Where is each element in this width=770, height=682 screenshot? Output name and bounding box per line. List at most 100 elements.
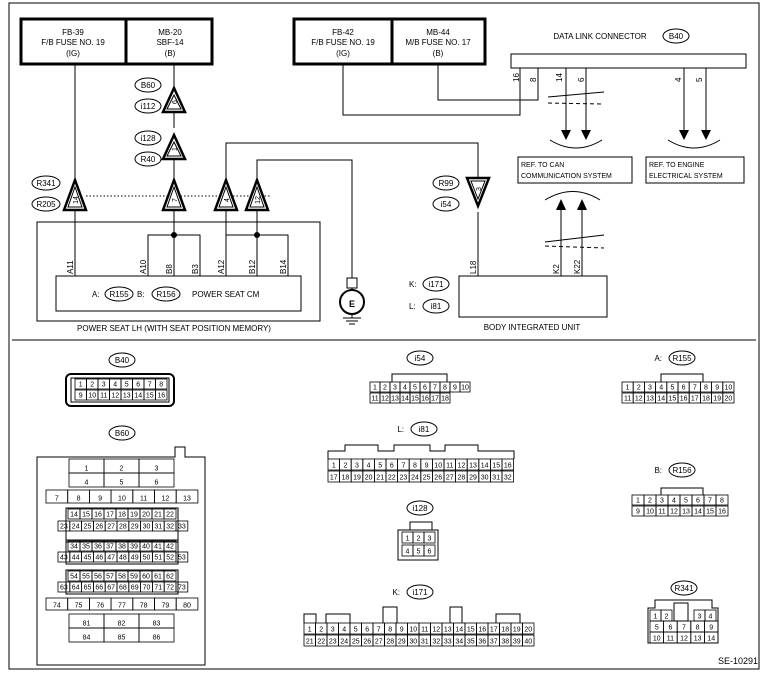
face-prefix: K: <box>392 588 400 597</box>
pin-number: 4 <box>406 549 410 556</box>
junction-pin-14: 14 <box>73 196 80 204</box>
ground-symbol: E <box>339 277 365 325</box>
pin-number: 12 <box>161 496 169 503</box>
pin-number: 81 <box>83 621 91 628</box>
pin-number: 9 <box>715 385 719 392</box>
pin-number: 14 <box>707 636 715 643</box>
pin-number: 4 <box>659 385 663 392</box>
engine-arc <box>667 139 721 149</box>
pin-number: 39 <box>130 544 138 551</box>
seat-cm-a-label: A: <box>92 290 100 299</box>
pin-cell <box>722 392 735 404</box>
pin-number: 34 <box>70 544 78 551</box>
ref-engine-box: REF. TO ENGINE ELECTRICAL SYSTEM <box>645 156 745 184</box>
pin-number: 20 <box>725 396 733 403</box>
ref-can-box: REF. TO CAN COMMUNICATION SYSTEM <box>517 156 633 184</box>
pin-number: 29 <box>131 524 139 531</box>
fuse-fb42-name: F/B FUSE NO. 19 <box>311 38 375 47</box>
pin-number: 16 <box>718 509 726 516</box>
pin-cell <box>175 489 199 504</box>
pin-number: 32 <box>166 524 174 531</box>
pin-number: 28 <box>458 475 466 482</box>
pin-number: 5 <box>125 382 129 389</box>
fuse-fb39-type: (IG) <box>66 49 80 58</box>
pin-number: 18 <box>501 627 509 634</box>
pin-number: 14 <box>481 463 489 470</box>
pin-number: 24 <box>72 524 80 531</box>
pin-number: 11 <box>371 396 378 403</box>
pin-number: 10 <box>434 463 442 470</box>
pin-number: 57 <box>106 574 114 581</box>
pin-number: 2 <box>637 385 641 392</box>
biu-arc <box>544 191 601 201</box>
pin-number: 11 <box>421 627 428 634</box>
pin-number: 16 <box>157 393 165 400</box>
pin-number: 12 <box>635 396 643 403</box>
pin-number: 31 <box>421 639 429 646</box>
pin-number: 40 <box>524 639 532 646</box>
pin-number: 74 <box>53 603 61 610</box>
pin-number: 41 <box>154 544 162 551</box>
pin-number: 51 <box>154 555 162 562</box>
pin-cell <box>163 540 177 552</box>
pin-number: 17 <box>431 396 439 403</box>
pin-number: 32 <box>432 639 440 646</box>
pin-number: 77 <box>118 603 126 610</box>
pin-number: 67 <box>107 585 115 592</box>
pin-number: 1 <box>654 614 658 621</box>
fuse-mb20-name: SBF-14 <box>156 38 184 47</box>
fuse-box-right: FB-42 F/B FUSE NO. 19 (IG) MB-44 M/B FUS… <box>292 17 487 66</box>
pin-number: 31 <box>492 475 500 482</box>
pin-number: 58 <box>118 574 126 581</box>
pin-number: 1 <box>332 463 336 470</box>
dlc-pin-14: 14 <box>555 73 564 82</box>
junction-i128-r40: 1 <box>161 131 187 161</box>
pin-number: 13 <box>183 496 191 503</box>
pin-number: 72 <box>166 585 174 592</box>
pin-cell <box>704 631 719 644</box>
pin-number: 47 <box>107 555 115 562</box>
ref-can-line2: COMMUNICATION SYSTEM <box>521 173 612 180</box>
pin-number: 2 <box>319 627 323 634</box>
pin-cell <box>501 458 515 471</box>
pin-number: 15 <box>669 396 677 403</box>
pin-number: 8 <box>159 382 163 389</box>
pin-number: 33 <box>444 639 452 646</box>
pin-cell <box>423 531 436 544</box>
pin-number: 11 <box>140 496 147 503</box>
pin-number: 13 <box>646 396 654 403</box>
pin-number: 9 <box>425 463 429 470</box>
pin-number: 28 <box>119 524 127 531</box>
face-label: i128 <box>412 504 428 513</box>
pin-number: 35 <box>467 639 475 646</box>
wires-left <box>74 64 479 278</box>
pin-number: 26 <box>363 639 371 646</box>
seat-pin-b3: B3 <box>191 264 200 274</box>
pin-number: 36 <box>478 639 486 646</box>
pin-number: 16 <box>478 627 486 634</box>
pin-number: 7 <box>148 382 152 389</box>
pin-number: 30 <box>409 639 417 646</box>
conn-b60: B60 <box>141 81 156 90</box>
junction-r341-12: 12 <box>244 176 270 212</box>
pin-number: 5 <box>684 498 688 505</box>
pin-number: 17 <box>330 475 338 482</box>
pin-number: 26 <box>434 475 442 482</box>
face-label: i171 <box>412 588 428 597</box>
seat-caption: POWER SEAT LH (WITH SEAT POSITION MEMORY… <box>77 324 271 333</box>
pin-number: 11 <box>624 396 631 403</box>
pin-number: 20 <box>524 627 532 634</box>
pin-number: 10 <box>118 496 126 503</box>
pin-number: 5 <box>655 625 659 632</box>
pin-number: 14 <box>657 396 665 403</box>
pin-number: 76 <box>96 603 104 610</box>
wires-biu-can <box>544 210 605 276</box>
pin-number: 3 <box>331 627 335 634</box>
junction-pin-3: 3 <box>476 187 483 191</box>
pin-number: 18 <box>118 512 126 519</box>
pin-number: 61 <box>154 574 162 581</box>
pin-number: 1 <box>79 382 83 389</box>
pin-number: 11 <box>446 463 453 470</box>
pin-number: 24 <box>411 475 419 482</box>
pin-number: 9 <box>79 393 83 400</box>
